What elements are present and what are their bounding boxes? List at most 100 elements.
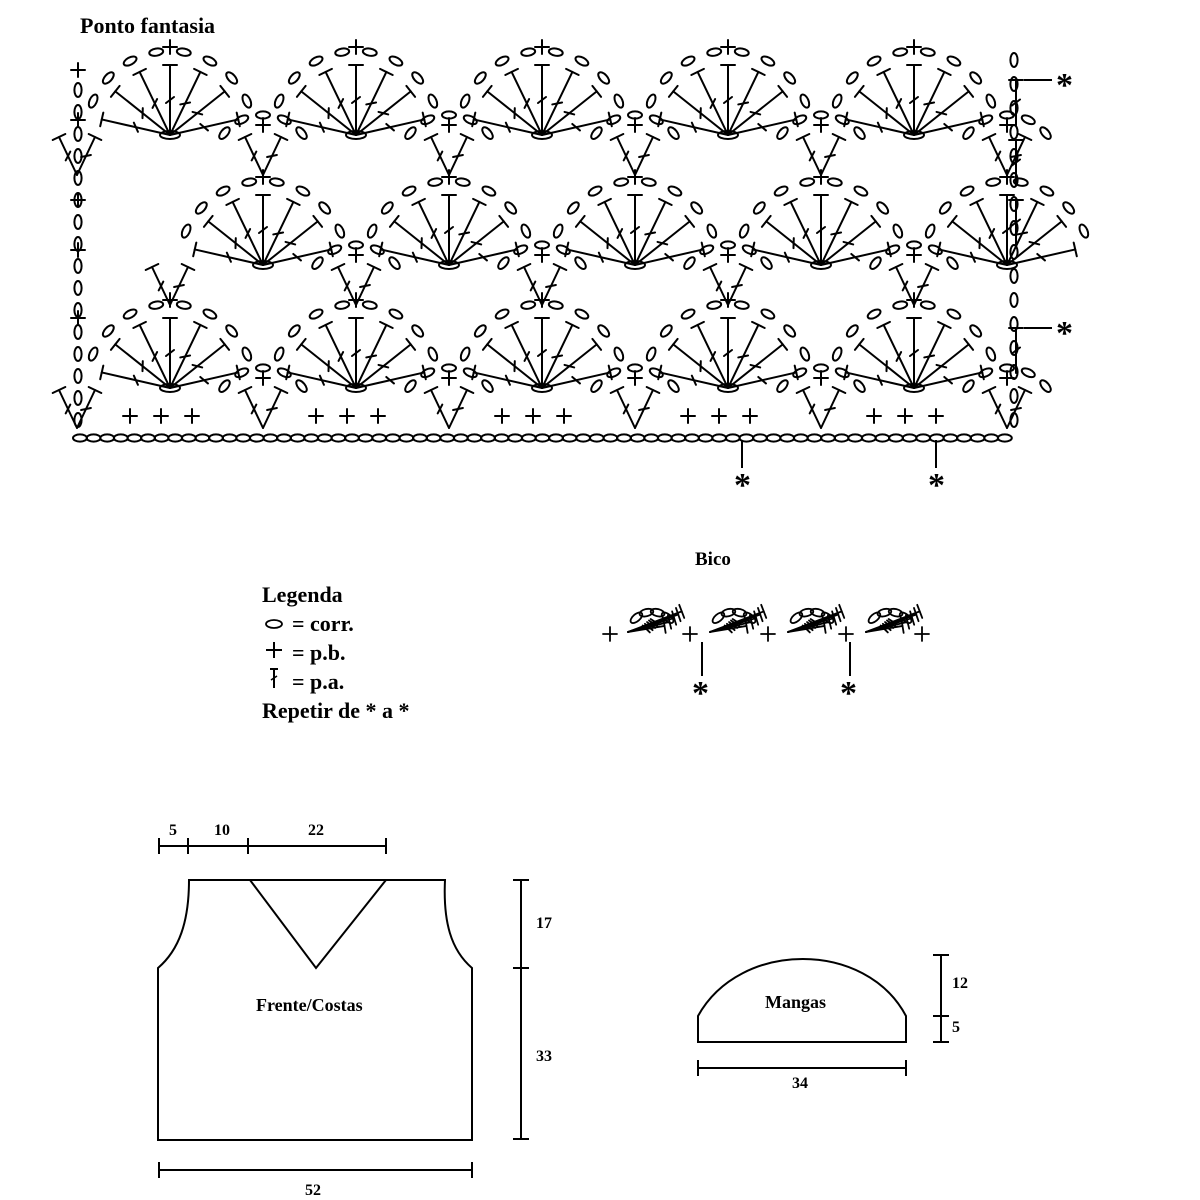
double-crochet-bar — [343, 280, 351, 292]
chain-stitch — [85, 433, 102, 443]
double-crochet-bar — [537, 96, 547, 104]
single-crochet-stitch — [370, 408, 386, 424]
chain-stitch — [648, 367, 664, 379]
chain-stitch — [295, 126, 308, 140]
chain-stitch — [520, 47, 537, 57]
double-crochet-top — [738, 263, 754, 271]
double-crochet-bar — [935, 110, 948, 116]
double-crochet-bar — [165, 96, 175, 104]
chain-stitch — [869, 256, 882, 270]
chain-stitch — [73, 412, 83, 428]
double-crochet-top — [684, 214, 696, 228]
double-crochet-top — [876, 320, 891, 329]
double-crochet-top — [876, 67, 891, 76]
chain-stitch — [202, 308, 218, 320]
chain-stitch — [789, 611, 804, 624]
chain-stitch — [334, 223, 346, 239]
chain-stitch — [234, 114, 250, 126]
chain-stitch — [388, 55, 404, 67]
chain-stitch — [741, 244, 757, 256]
double-crochet-top — [132, 67, 147, 76]
chain-stitch — [73, 104, 83, 120]
double-crochet-top — [591, 84, 603, 98]
double-crochet-top — [99, 364, 105, 381]
pattern-title: Ponto fantasia — [80, 13, 216, 38]
chain-stitch — [597, 71, 611, 85]
double-crochet-bar — [351, 96, 361, 104]
dim-top-2: 10 — [214, 822, 230, 839]
double-crochet-top — [888, 263, 904, 271]
chain-stitch — [876, 201, 890, 215]
body-outline — [157, 879, 473, 1141]
double-crochet-bar — [563, 110, 576, 116]
chain-stitch — [215, 185, 231, 197]
chain-stitch — [574, 308, 590, 320]
chain-stitch — [773, 185, 789, 197]
chain-stitch — [327, 244, 343, 256]
double-crochet-bar — [365, 354, 378, 359]
single-crochet-stitch — [525, 408, 541, 424]
double-crochet-top — [963, 84, 975, 98]
chain-stitch — [706, 300, 723, 310]
chain-stitch — [783, 71, 797, 85]
double-crochet-bar — [988, 228, 996, 239]
chain-stitch — [366, 223, 378, 239]
chain-stitch — [202, 55, 218, 67]
double-crochet-bar — [994, 403, 1002, 415]
double-crochet-bar — [199, 375, 209, 385]
single-crochet-stitch — [760, 626, 776, 642]
chain-stitch — [481, 379, 494, 393]
single-crochet-stitch — [153, 408, 169, 424]
double-crochet-top — [750, 241, 756, 258]
chain-stitch — [798, 607, 815, 618]
double-crochet-top — [675, 607, 682, 623]
double-crochet-top — [481, 84, 493, 98]
chain-stitch — [507, 433, 524, 443]
double-crochet-top — [565, 67, 580, 76]
chain-stitch — [73, 368, 83, 384]
chain-stitch — [334, 47, 351, 57]
double-crochet-bar — [630, 226, 640, 234]
double-crochet-bar — [842, 240, 855, 246]
dim-top-1: 5 — [169, 822, 177, 839]
dim-bottom: 52 — [305, 1182, 321, 1199]
chain-stitch — [454, 177, 471, 187]
double-crochet-top — [574, 214, 586, 228]
single-crochet-stitch — [602, 626, 618, 642]
double-crochet-bar — [816, 226, 826, 234]
chain-stitch — [180, 223, 192, 239]
chain-stitch — [427, 177, 444, 187]
chain-stitch — [946, 256, 959, 270]
chain-stitch — [834, 114, 850, 126]
chain-stitch — [942, 433, 959, 443]
stitch-chart — [51, 39, 1090, 443]
double-crochet-top — [760, 603, 768, 619]
double-crochet-bar — [377, 363, 390, 369]
single-crochet-stitch — [534, 39, 550, 55]
chain-stitch — [853, 185, 869, 197]
double-crochet-top — [609, 386, 625, 394]
double-crochet-bar — [1011, 346, 1021, 355]
chain-stitch — [640, 177, 657, 187]
double-crochet-bar — [436, 150, 444, 162]
double-crochet-top — [757, 607, 764, 623]
double-crochet-bar — [571, 122, 581, 132]
double-crochet-bar — [1011, 98, 1021, 107]
chain-stitch — [175, 300, 192, 310]
chain-stitch — [548, 433, 564, 443]
double-crochet-top — [981, 386, 997, 394]
single-crochet-stitch — [122, 408, 138, 424]
double-crochet-top — [657, 364, 663, 381]
double-crochet-top — [225, 197, 240, 206]
double-crochet-top — [109, 337, 121, 351]
double-crochet-bar — [523, 98, 531, 109]
chain-stitch — [101, 324, 115, 338]
double-crochet-bar — [318, 121, 325, 133]
chain-stitch — [122, 55, 138, 67]
chain-stitch — [587, 185, 603, 197]
double-crochet-bar — [452, 154, 464, 158]
single-crochet-stitch — [255, 169, 271, 185]
chain-stitch — [956, 433, 972, 443]
chain-stitch — [845, 71, 859, 85]
double-crochet-top — [916, 603, 924, 619]
